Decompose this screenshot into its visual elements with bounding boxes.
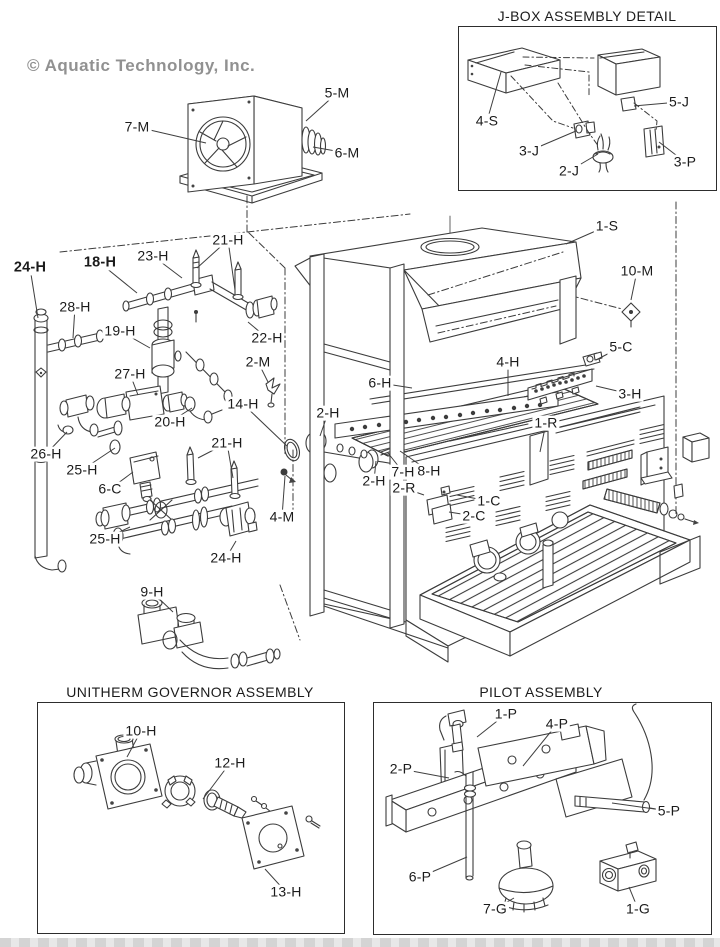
part-label-6-m: 6-M [332, 144, 362, 161]
unitherm-art [73, 734, 321, 870]
part-label-22-h: 22-H [249, 329, 285, 346]
part-label-8-h: 8-H [415, 462, 443, 479]
part-label-20-h: 20-H [152, 413, 188, 430]
part-label-10-m: 10-M [618, 262, 656, 279]
part-label-1-c: 1-C [475, 492, 503, 509]
part-label-4-s: 4-S [473, 112, 501, 129]
part-label-2-j: 2-J [556, 162, 582, 179]
leader-line [227, 239, 236, 291]
part-label-10-h: 10-H [123, 722, 159, 739]
part-label-28-h: 28-H [57, 298, 93, 315]
part-label-1-g: 1-G [624, 900, 652, 917]
part-label-2-r: 2-R [390, 479, 418, 496]
valve-train-upper-art [33, 249, 278, 573]
part-label-2-p: 2-P [387, 760, 415, 777]
hood-art [294, 227, 582, 649]
part-label-26-h: 26-H [28, 445, 64, 462]
pipe-9h-art [137, 597, 281, 670]
scan-edge-strip [0, 938, 720, 947]
jbox-inset-box [458, 26, 717, 191]
part-label-21-h: 21-H [209, 434, 245, 451]
part-label-5-m: 5-M [322, 84, 352, 101]
part-label-1-p: 1-P [492, 705, 520, 722]
part-label-3-j: 3-J [516, 142, 542, 159]
part-label-9-h: 9-H [138, 583, 166, 600]
unitherm-inset-title: UNITHERM GOVERNOR ASSEMBLY [66, 684, 314, 700]
part-label-3-p: 3-P [671, 153, 699, 170]
part-label-3-h: 3-H [616, 385, 644, 402]
part-label-1-s: 1-S [593, 217, 621, 234]
construction-lines [59, 185, 677, 641]
part-label-6-h: 6-H [366, 374, 394, 391]
part-label-18-h: 18-H [81, 254, 119, 271]
part-label-5-c: 5-C [607, 338, 635, 355]
part-label-6-c: 6-C [96, 480, 124, 497]
pilot-inset-box [373, 702, 712, 935]
part-label-21-h: 21-H [210, 231, 246, 248]
part-label-5-p: 5-P [655, 802, 683, 819]
part-label-14-h: 14-H [225, 395, 261, 412]
right-parts-art [603, 432, 710, 525]
part-label-5-j: 5-J [666, 93, 692, 110]
part-label-4-p: 4-P [543, 715, 571, 732]
part-label-4-h: 4-H [494, 353, 522, 370]
valve-train-lower-art [95, 446, 259, 555]
part-label-1-r: 1-R [532, 414, 560, 431]
blower-assembly-art [179, 95, 451, 248]
part-label-2-h: 2-H [360, 472, 388, 489]
small-parts-art [265, 302, 641, 483]
part-label-25-h: 25-H [87, 530, 123, 547]
part-label-2-c: 2-C [460, 507, 488, 524]
part-label-2-h: 2-H [314, 404, 342, 421]
jbox-inset-title: J-BOX ASSEMBLY DETAIL [497, 8, 677, 24]
pilot-art [385, 703, 657, 913]
part-label-19-h: 19-H [102, 322, 138, 339]
part-label-23-h: 23-H [135, 247, 171, 264]
part-label-6-p: 6-P [406, 868, 434, 885]
part-label-2-m: 2-M [243, 353, 273, 370]
burner-tray-art [419, 504, 701, 657]
part-label-7-h: 7-H [389, 463, 417, 480]
jbox-inset-art [467, 47, 665, 173]
leader-line [486, 71, 502, 122]
part-label-7-g: 7-G [481, 900, 509, 917]
unitherm-inset-box [37, 702, 345, 934]
part-label-4-m: 4-M [267, 508, 297, 525]
part-label-12-h: 12-H [212, 754, 248, 771]
part-label-24-h: 24-H [11, 259, 49, 276]
part-label-24-h: 24-H [208, 549, 244, 566]
part-label-7-m: 7-M [122, 118, 152, 135]
part-label-27-h: 27-H [112, 365, 148, 382]
part-label-25-h: 25-H [64, 461, 100, 478]
watermark: © Aquatic Technology, Inc. [27, 56, 256, 75]
pilot-inset-title: PILOT ASSEMBLY [479, 684, 603, 700]
leader-line [29, 267, 39, 319]
part-label-13-h: 13-H [268, 883, 304, 900]
